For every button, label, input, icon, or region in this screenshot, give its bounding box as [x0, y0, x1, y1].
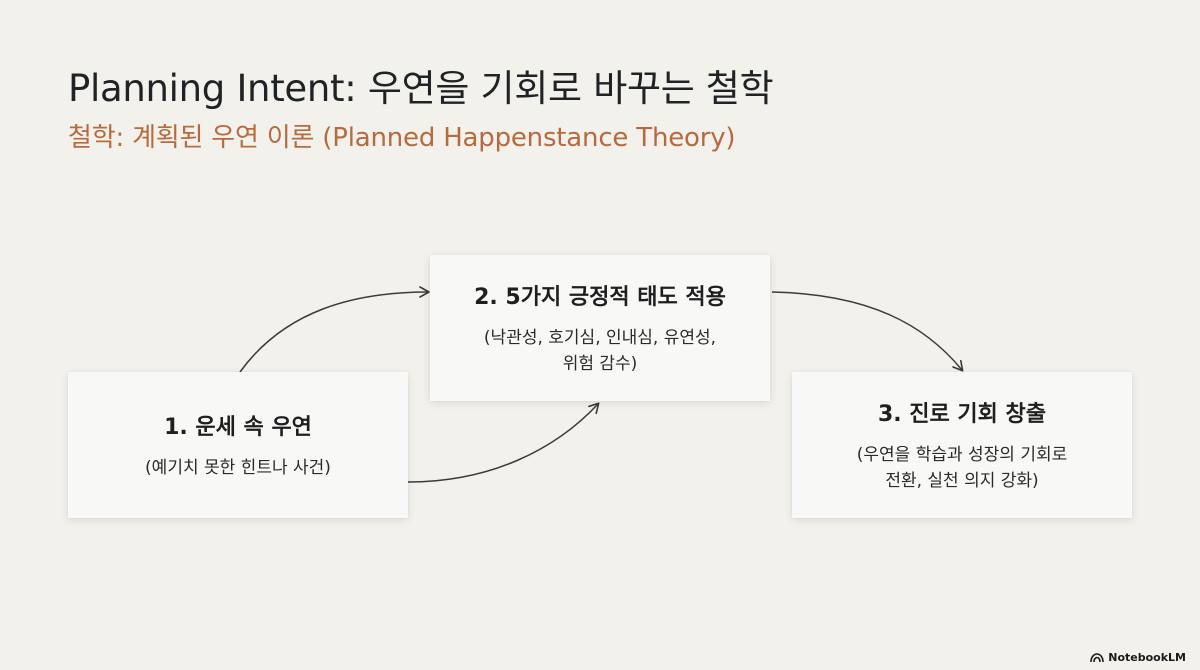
notebooklm-logo-icon [1090, 652, 1105, 662]
step-2-title: 2. 5가지 긍정적 태도 적용 [474, 284, 726, 310]
page-title: Planning Intent: 우연을 기회로 바꾸는 철학 [68, 67, 774, 110]
notebooklm-brand: NotebookLM [1090, 651, 1186, 664]
step-1-description: (예기치 못한 힌트나 사건) [145, 455, 331, 481]
arrow-step2-to-step3 [771, 291, 964, 372]
page-subtitle: 철학: 계획된 우연 이론 (Planned Happenstance Theo… [68, 123, 736, 153]
arrow-step1-to-step2 [239, 286, 430, 373]
step-3-title: 3. 진로 기회 창출 [877, 401, 1047, 427]
step-2-desc-line: (낙관성, 호기심, 인내심, 유연성, [483, 327, 717, 348]
step-3-card: 3. 진로 기회 창출 (우연을 학습과 성장의 기회로 전환, 실천 의지 강… [792, 372, 1132, 518]
step-3-description: (우연을 학습과 성장의 기회로 전환, 실천 의지 강화) [857, 442, 1068, 495]
step-3-desc-line: (우연을 학습과 성장의 기회로 [856, 444, 1068, 465]
arrow-step1-to-step2-return [407, 402, 600, 483]
step-2-description: (낙관성, 호기심, 인내심, 유연성, 위험 감수) [484, 325, 716, 378]
step-1-title: 1. 운세 속 우연 [164, 414, 312, 440]
step-2-desc-line: 위험 감수) [562, 354, 638, 374]
step-2-card: 2. 5가지 긍정적 태도 적용 (낙관성, 호기심, 인내심, 유연성, 위험… [430, 255, 770, 401]
step-1-card: 1. 운세 속 우연 (예기치 못한 힌트나 사건) [68, 372, 408, 518]
step-3-desc-line: 전환, 실천 의지 강화) [885, 471, 1039, 491]
step-1-desc-line: (예기치 못한 힌트나 사건) [145, 457, 331, 478]
brand-label: NotebookLM [1108, 651, 1186, 664]
